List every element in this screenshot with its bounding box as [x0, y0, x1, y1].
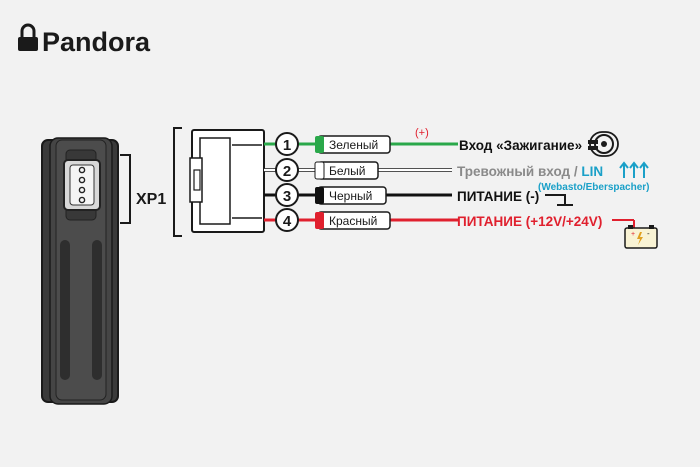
battery-icon: + - [624, 225, 658, 249]
wire-3-tag-color [315, 187, 324, 204]
padlock-icon [18, 23, 38, 51]
device-module [41, 137, 119, 405]
pin-4-circle [275, 208, 299, 232]
wire-2-sublabel: (Webasto/Eberspacher) [538, 182, 650, 193]
plug-bracket [173, 127, 182, 237]
pin-1-circle [275, 132, 299, 156]
connector-plug [189, 129, 265, 233]
brand-name: Pandora [42, 27, 151, 57]
wire-4-tag-color [315, 212, 324, 229]
wire-1-label: Вход «Зажигание» [459, 138, 582, 153]
pin-1-number: 1 [283, 137, 291, 154]
wire-row-4: 4 Красный ПИТАНИЕ (+12V/+24V) + - [264, 208, 658, 249]
wire-1-tag-color [315, 136, 324, 153]
pin-3-circle [275, 183, 299, 207]
ground-icon [545, 194, 573, 206]
pin-4-number: 4 [283, 213, 292, 230]
wire-1-polarity: (+) [415, 127, 429, 139]
wire-row-2: 2 Белый Тревожный вход / LIN (Webasto/Eb… [264, 158, 650, 193]
wire-4-label: ПИТАНИЕ (+12V/+24V) [457, 214, 602, 229]
wire-row-1: 1 Зеленый (+) Вход «Зажигание» [264, 127, 619, 157]
pin-2-number: 2 [283, 163, 291, 180]
wire-2-label-lin: LIN [581, 164, 603, 179]
socket-bracket [120, 154, 131, 224]
ignition-key-icon [588, 131, 619, 157]
wire-2-tag-color [314, 161, 325, 180]
heater-icon [619, 161, 649, 178]
brand-logo: Pandora [18, 23, 151, 57]
pin-2-circle [275, 158, 299, 182]
wire-3-label: ПИТАНИЕ (-) [457, 189, 539, 204]
device-connector-socket [63, 159, 101, 211]
wire-row-3: 3 Черный ПИТАНИЕ (-) [264, 183, 573, 207]
connector-label: XP1 [136, 191, 166, 208]
wire-2-label-main: Тревожный вход / [457, 164, 581, 179]
wire-3-color-name: Черный [329, 189, 372, 203]
svg-text:-: - [647, 229, 650, 238]
wire-2-label: Тревожный вход / LIN [457, 164, 603, 179]
pin-3-number: 3 [283, 188, 291, 205]
wire-1-color-name: Зеленый [329, 138, 378, 152]
wire-4-color-name: Красный [329, 214, 377, 228]
svg-text:+: + [631, 231, 635, 238]
wire-2-color-name: Белый [329, 164, 365, 178]
